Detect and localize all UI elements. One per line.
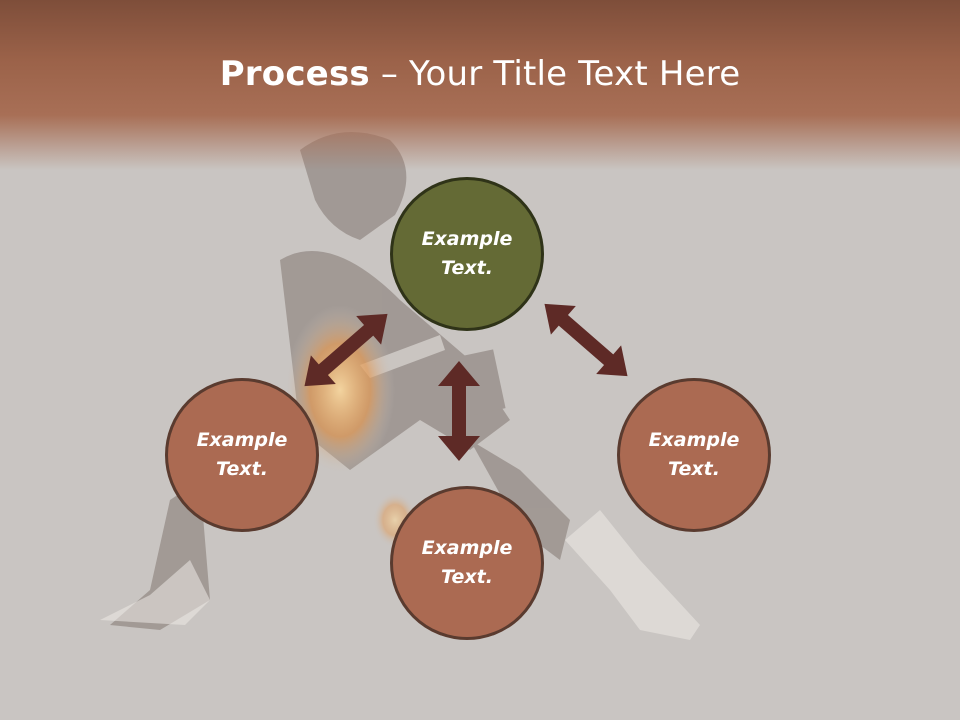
double-arrow-top-left[interactable] <box>292 300 400 401</box>
process-node-top-label: Example Text. <box>421 228 513 279</box>
process-node-bottom-label: Example Text. <box>421 537 513 588</box>
title-rest: – Your Title Text Here <box>369 54 741 94</box>
double-arrow-vertical[interactable] <box>438 361 480 461</box>
process-node-top[interactable]: Example Text. <box>390 177 544 331</box>
process-node-right[interactable]: Example Text. <box>617 378 771 532</box>
slide-title[interactable]: Process – Your Title Text Here <box>0 52 960 96</box>
process-node-left-label: Example Text. <box>196 429 288 480</box>
process-node-right-label: Example Text. <box>648 429 740 480</box>
header-band <box>0 0 960 170</box>
process-node-left[interactable]: Example Text. <box>165 378 319 532</box>
double-arrow-top-right[interactable] <box>532 290 640 391</box>
process-node-bottom[interactable]: Example Text. <box>390 486 544 640</box>
title-bold: Process <box>219 54 370 94</box>
